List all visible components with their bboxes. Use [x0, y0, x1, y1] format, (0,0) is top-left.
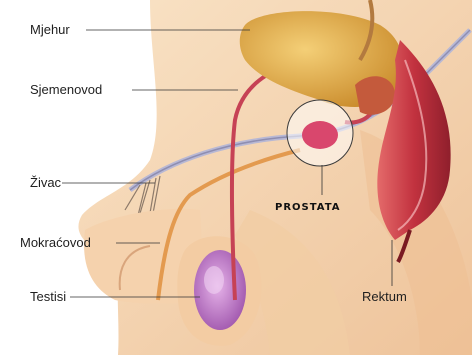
label-prostata: PROSTATA: [275, 200, 341, 216]
label-mokracovod: Mokraćovod: [20, 235, 91, 251]
label-testisi: Testisi: [30, 289, 66, 305]
label-sjemenovod: Sjemenovod: [30, 82, 102, 98]
label-rektum: Rektum: [362, 289, 407, 305]
prostate: [302, 121, 338, 149]
label-zivac: Živac: [30, 175, 61, 191]
label-mjehur: Mjehur: [30, 22, 70, 38]
